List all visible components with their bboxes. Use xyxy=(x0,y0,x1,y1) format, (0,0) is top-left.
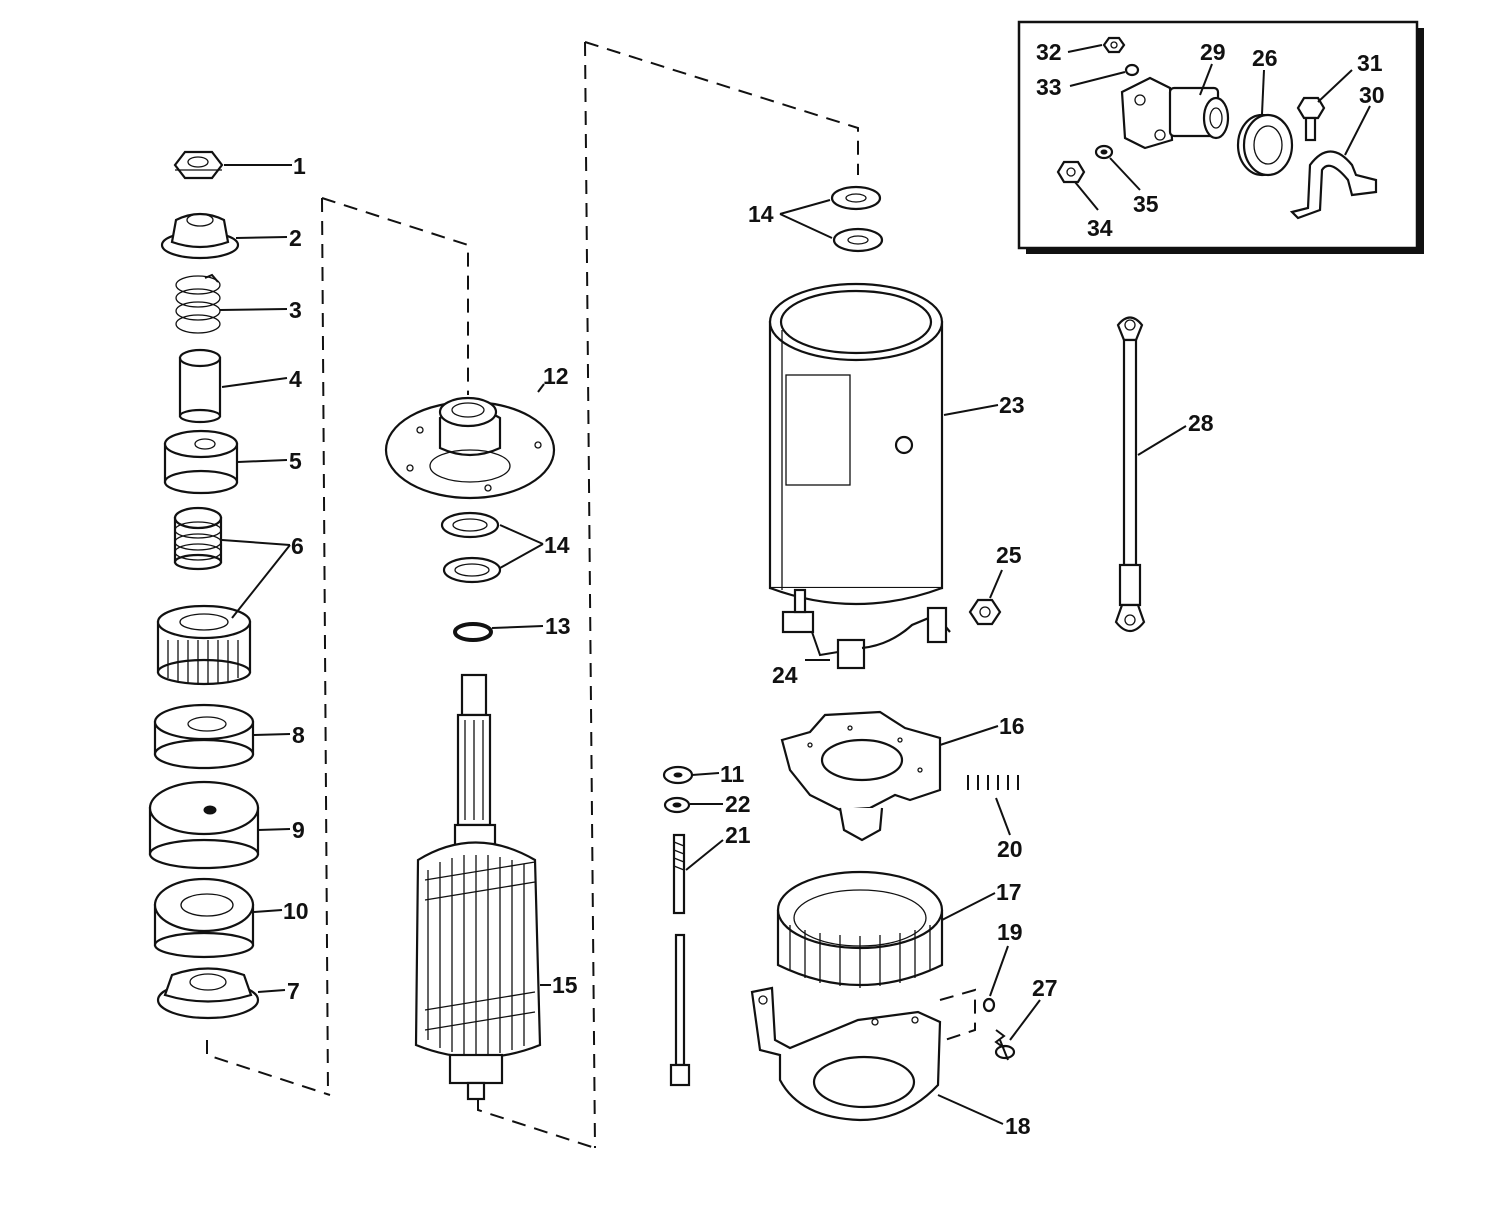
part-14-washers-lower xyxy=(440,511,502,584)
part-2-cap xyxy=(160,212,240,260)
callout-11: 11 xyxy=(720,761,745,787)
part-24-brushes xyxy=(781,588,951,670)
callout-2: 2 xyxy=(289,225,302,251)
part-11-washer xyxy=(662,765,694,785)
part-30-clamp xyxy=(1289,150,1378,220)
callout-30: 30 xyxy=(1359,82,1385,108)
part-26-boot xyxy=(1236,113,1294,177)
callout-25: 25 xyxy=(996,542,1022,568)
callout-1: 1 xyxy=(293,153,306,179)
part-20-brush-springs xyxy=(967,775,1019,790)
assembly-dashed-lines xyxy=(206,41,976,1149)
pinion-teeth xyxy=(167,640,239,685)
leader-lines xyxy=(219,44,1371,1125)
callout-13: 13 xyxy=(545,613,571,639)
callout-31: 31 xyxy=(1357,50,1383,76)
callout-24: 24 xyxy=(772,662,798,688)
part-17-commutator-end-head xyxy=(776,870,944,988)
callout-18: 18 xyxy=(1005,1113,1031,1139)
callout-20: 20 xyxy=(997,836,1023,862)
part-21-through-bolt xyxy=(669,833,691,1087)
callout-16: 16 xyxy=(999,713,1025,739)
armature-windings xyxy=(424,855,536,1056)
part-14-washers-upper xyxy=(830,185,884,253)
part-5-collar xyxy=(163,429,239,495)
part-8-washer xyxy=(153,703,255,770)
callout-4: 4 xyxy=(289,366,302,392)
part-31-bolt xyxy=(1296,96,1326,142)
part-29-solenoid xyxy=(1120,76,1230,150)
callout-23: 23 xyxy=(999,392,1025,418)
callout-26: 26 xyxy=(1252,45,1278,71)
callout-5: 5 xyxy=(289,448,302,474)
part-25-nut xyxy=(968,598,1002,626)
part-35-lockwasher xyxy=(1094,144,1114,160)
callout-9: 9 xyxy=(292,817,305,843)
part-7-cup xyxy=(156,967,260,1020)
part-19-screw xyxy=(982,997,996,1013)
callout-6: 6 xyxy=(291,533,304,559)
part-4-sleeve xyxy=(178,348,222,424)
part-1-nut xyxy=(173,150,224,180)
callout-35: 35 xyxy=(1133,191,1159,217)
callout-7: 7 xyxy=(287,978,300,1004)
part-34-nut xyxy=(1056,160,1086,184)
callout-3: 3 xyxy=(289,297,302,323)
callout-17: 17 xyxy=(996,879,1022,905)
callout-33: 33 xyxy=(1036,74,1062,100)
callout-labels: 1 2 3 4 5 6 7 8 9 10 11 12 13 14 14 15 1… xyxy=(283,39,1385,1139)
part-18-mounting-bracket xyxy=(750,986,942,1122)
callout-28: 28 xyxy=(1188,410,1214,436)
part-6-drive-assembly xyxy=(156,506,252,686)
callout-19: 19 xyxy=(997,919,1023,945)
part-9-spacer xyxy=(148,780,260,870)
callout-22: 22 xyxy=(725,791,751,817)
part-22-lockwasher xyxy=(663,796,691,814)
part-28-battery-cable xyxy=(1114,316,1146,633)
part-10-ring xyxy=(153,877,255,959)
callout-27: 27 xyxy=(1032,975,1058,1001)
callout-12: 12 xyxy=(543,363,569,389)
part-12-drive-end-plate xyxy=(384,396,556,500)
callout-10: 10 xyxy=(283,898,309,924)
solenoid-inset xyxy=(1017,20,1424,254)
callout-21: 21 xyxy=(725,822,751,848)
part-33-washer xyxy=(1124,63,1140,77)
part-13-snap-ring xyxy=(453,622,493,642)
part-23-frame-housing xyxy=(768,282,944,606)
part-27-screw xyxy=(994,1029,1016,1061)
callout-14-lower: 14 xyxy=(544,532,570,558)
callout-29: 29 xyxy=(1200,39,1226,65)
callout-14-upper: 14 xyxy=(748,201,774,227)
callout-15: 15 xyxy=(552,972,578,998)
callout-32: 32 xyxy=(1036,39,1062,65)
part-16-brush-plate xyxy=(780,710,942,842)
part-15-armature xyxy=(414,673,542,1101)
callout-8: 8 xyxy=(292,722,305,748)
callout-34: 34 xyxy=(1087,215,1113,241)
part-3-spring xyxy=(175,273,221,334)
part-32-nut xyxy=(1102,36,1126,54)
